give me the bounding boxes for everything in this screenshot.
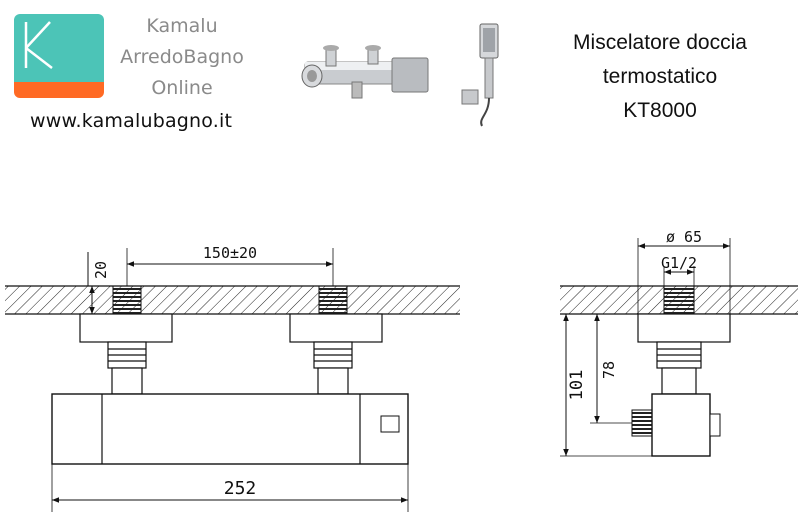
product-title-line-2: termostatico (602, 65, 718, 88)
dim-thread: G1/2 (661, 254, 697, 272)
brand-line-3: Online (151, 77, 213, 99)
dim-total-depth: 101 (567, 370, 587, 401)
front-view: 20 150±20 252 (5, 244, 460, 512)
product-title-line-1: Miscelatore doccia (573, 31, 747, 54)
dim-body-length: 252 (224, 478, 257, 499)
k-logo-icon (24, 21, 53, 69)
dim-inlet-spacing: 150±20 (203, 244, 257, 262)
side-view: ø 65 G1/2 78 101 (560, 228, 798, 457)
dim-flange-diameter: ø 65 (666, 228, 702, 246)
brand-name: Kamalu (146, 15, 218, 37)
brand-line-2: ArredoBagno (120, 46, 244, 68)
product-code: KT8000 (623, 99, 697, 122)
dim-wall-depth: 20 (92, 261, 110, 279)
hand-shower-photo (461, 23, 499, 127)
mixer-photo (301, 45, 429, 99)
kamalu-logo (14, 14, 104, 98)
website-link[interactable]: www.kamalubagno.it (30, 110, 233, 132)
dim-depth-to-outlet: 78 (600, 361, 618, 379)
